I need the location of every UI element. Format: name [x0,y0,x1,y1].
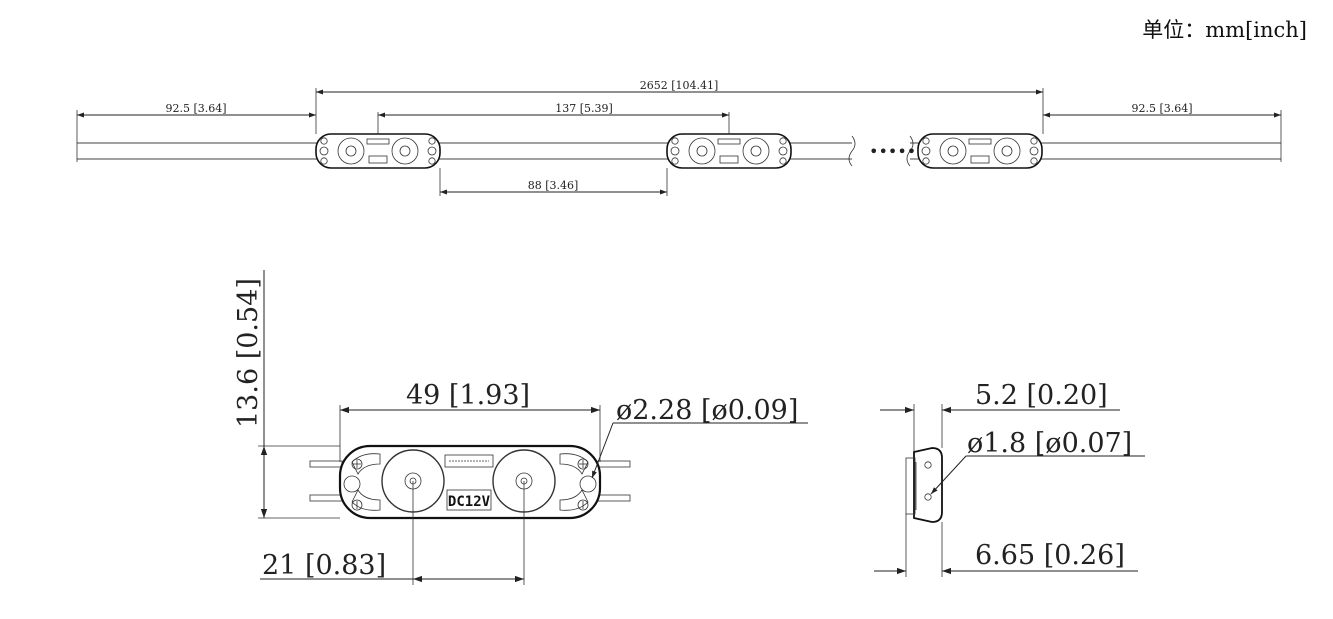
led-strip-overview: ••••• 2652 [104.41] 92.5 [3.64] 137 [5.3… [76,79,1282,196]
dim-hole-diameter: ø2.28 [ø0.09] [616,395,798,426]
dim-gap: 88 [3.46] [528,179,579,192]
strip-module-2 [666,133,792,169]
dim-total-length: 2652 [104.41] [640,79,719,92]
dim-thickness: 5.2 [0.20] [975,380,1108,411]
dim-wire-diameter: ø1.8 [ø0.07] [967,428,1132,459]
dim-overall-depth: 6.65 [0.26] [975,540,1125,571]
dim-left-lead: 92.5 [3.64] [165,102,226,115]
voltage-plate [446,489,492,511]
unit-label: 单位：mm[inch] [1142,18,1307,42]
dim-module-pitch: 137 [5.39] [555,102,613,115]
strip-ellipsis: ••••• [869,142,916,161]
wire-hole-icon [924,493,932,501]
module-side-view: 5.2 [0.20] ø1.8 [ø0.07] 6.65 [0.26] [874,380,1145,577]
dim-lens-spacing: 21 [0.83] [262,550,386,581]
dim-right-lead: 92.5 [3.64] [1131,102,1192,115]
voltage-label: DC12V [448,494,491,510]
wire-hole-icon [924,461,932,469]
module-front-view: DC12V 13.6 [0.54] 49 [1.93] ø2.28 [ø0.09… [233,270,808,585]
module-body [338,444,602,520]
screw-icon [351,458,363,470]
strip-module-1 [315,133,441,169]
strip-module-3 [917,133,1043,169]
dim-height: 13.6 [0.54] [233,278,264,428]
mount-hole-left [343,475,361,493]
screw-icon [577,458,589,470]
side-body [913,447,943,523]
brand-plate [444,454,494,468]
dim-length: 49 [1.93] [406,380,530,411]
mount-hole-right [579,475,597,493]
